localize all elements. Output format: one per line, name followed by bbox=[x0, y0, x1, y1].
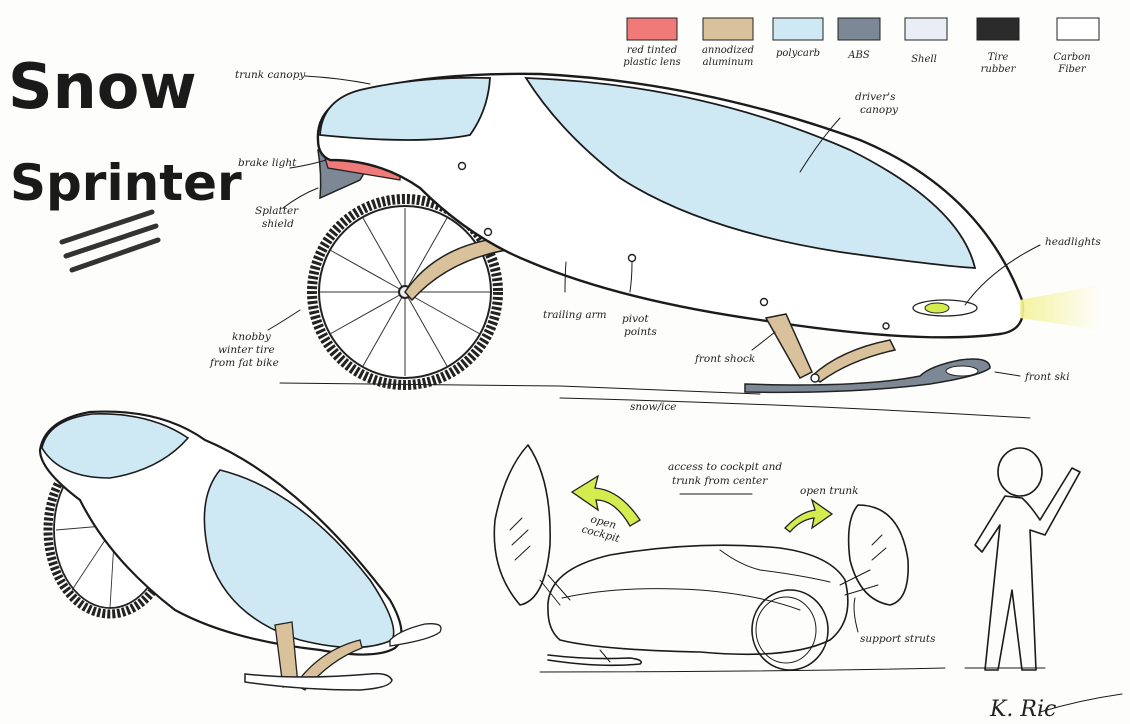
raised-cockpit-canopy bbox=[493, 444, 551, 606]
label-open-trunk: open trunk bbox=[800, 485, 858, 497]
perspective-view bbox=[38, 410, 442, 691]
pivot-point bbox=[457, 161, 467, 171]
legend-swatch-tire bbox=[976, 17, 1020, 41]
open-front-ski bbox=[547, 654, 643, 667]
open-body-outline bbox=[547, 544, 849, 656]
ski-cutout bbox=[945, 365, 979, 377]
title-line-2: Sprinter bbox=[10, 154, 242, 212]
ground-line bbox=[279, 382, 761, 395]
label-trailing-arm: trailing arm bbox=[543, 309, 607, 321]
callout-front-shock bbox=[751, 331, 776, 351]
callout-trailing-arm bbox=[564, 261, 567, 293]
ski-pivot bbox=[810, 373, 820, 383]
headlight-lens bbox=[924, 302, 950, 314]
callout-trunk-canopy bbox=[304, 75, 371, 85]
persp-front-ski-tip bbox=[389, 623, 442, 647]
cockpit-struts bbox=[539, 574, 571, 606]
open-trunk-arrow bbox=[784, 498, 834, 533]
legend-swatch-carbon bbox=[1056, 17, 1100, 41]
open-body-line bbox=[561, 588, 801, 611]
label-brake-light: brake light bbox=[238, 157, 297, 169]
legend-item-polycarb: polycarb bbox=[772, 17, 824, 59]
figure-head bbox=[997, 447, 1043, 497]
open-ski-strut bbox=[599, 649, 611, 663]
front-ski-arm bbox=[810, 339, 897, 383]
label-front-shock: front shock bbox=[694, 353, 755, 365]
label-snow-ice: snow/ice bbox=[630, 401, 676, 413]
pivot-point bbox=[627, 253, 637, 263]
raised-trunk-canopy bbox=[847, 504, 909, 606]
legend-swatch-polycarb bbox=[772, 17, 824, 41]
legend-swatch-aluminum bbox=[702, 17, 754, 41]
pivot-point bbox=[483, 227, 493, 237]
callout-splatter-shield bbox=[282, 187, 319, 209]
label-front-ski: front ski bbox=[1024, 371, 1070, 383]
signature: K. Ric bbox=[989, 697, 1056, 722]
pivot-point bbox=[759, 297, 769, 307]
figure-body bbox=[974, 467, 1081, 671]
human-scale-figure bbox=[964, 447, 1081, 671]
open-rear-wheel bbox=[751, 589, 829, 671]
legend-swatch-abs bbox=[837, 17, 881, 41]
legend-item-shell: Shell bbox=[904, 17, 948, 65]
drivers-canopy bbox=[524, 77, 977, 269]
label-open-cockpit: opencockpit bbox=[580, 512, 624, 545]
legend-label-polycarb: polycarb bbox=[776, 48, 820, 59]
open-cockpit-arrow bbox=[570, 474, 641, 527]
callout-knobby-tire bbox=[267, 309, 301, 331]
signature-block: K. Ric bbox=[989, 693, 1123, 722]
label-headlights: headlights bbox=[1045, 236, 1101, 248]
trunk-struts bbox=[839, 569, 879, 596]
legend-label-shell: Shell bbox=[911, 54, 937, 65]
label-support-struts: support struts bbox=[860, 633, 936, 645]
callout-pivot-points bbox=[629, 261, 633, 293]
knobby-tire bbox=[307, 194, 503, 390]
open-view-ground bbox=[539, 667, 946, 673]
front-shock bbox=[764, 313, 813, 379]
callout-drivers-canopy bbox=[799, 117, 841, 173]
signature-flourish bbox=[1039, 693, 1123, 713]
legend-swatch-red-lens bbox=[626, 17, 678, 41]
title-underline-strokes bbox=[59, 209, 161, 273]
label-trunk-canopy: trunk canopy bbox=[235, 69, 306, 81]
callout-brake-light bbox=[289, 159, 327, 169]
persp-trunk-canopy bbox=[41, 413, 190, 479]
ground-line-front bbox=[559, 397, 1031, 419]
trunk-glare bbox=[871, 534, 887, 561]
callout-headlights bbox=[964, 244, 1041, 306]
title-line-1: Snow bbox=[8, 50, 197, 123]
persp-front-ski bbox=[244, 672, 393, 691]
callout-support-struts bbox=[853, 597, 859, 633]
trunk-canopy bbox=[319, 76, 491, 141]
pivot-point bbox=[882, 322, 890, 330]
callout-front-ski bbox=[994, 371, 1021, 377]
open-cockpit-rim bbox=[719, 549, 831, 583]
headlight-beam bbox=[1020, 285, 1100, 330]
title-block: Snow Sprinter bbox=[8, 50, 242, 273]
legend-swatch-shell bbox=[904, 17, 948, 41]
legend-item-abs: ABS bbox=[837, 17, 881, 61]
open-rear-rim bbox=[755, 596, 817, 664]
canopy-glare bbox=[509, 517, 531, 561]
legend-label-abs: ABS bbox=[847, 50, 870, 61]
front-ski bbox=[744, 358, 991, 394]
